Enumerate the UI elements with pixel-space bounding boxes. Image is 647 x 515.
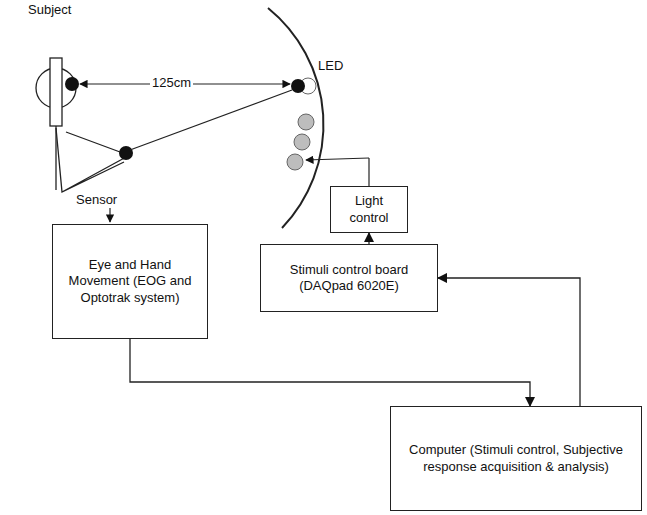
eye-marker (65, 77, 79, 91)
led (298, 114, 314, 130)
part-label: LED (318, 58, 343, 74)
flow-arrow (130, 339, 530, 406)
box-text: Light control (339, 193, 399, 226)
hand-sensor (119, 146, 133, 160)
led-arc (268, 8, 323, 228)
box-text: Computer (Stimuli control, Subjective re… (399, 442, 633, 475)
reach-line (130, 90, 292, 150)
arm (56, 128, 128, 192)
part-label: 125cm (150, 75, 193, 91)
led-feed-line (368, 158, 369, 186)
box-text: Stimuli control board (DAQpad 6020E) (269, 262, 429, 295)
part-label: Subject (28, 2, 71, 18)
sensor-arrow (109, 208, 110, 222)
process-box: Stimuli control board (DAQpad 6020E) (260, 244, 438, 312)
led (287, 154, 303, 170)
flow-arrow (368, 233, 369, 244)
flow-arrow (438, 278, 580, 406)
box-text: Eye and Hand Movement (EOG and Optotrak … (61, 257, 199, 306)
process-box: Computer (Stimuli control, Subjective re… (390, 406, 642, 511)
led-feed-arrow (306, 158, 369, 160)
process-box: Eye and Hand Movement (EOG and Optotrak … (52, 224, 208, 339)
target-led (291, 79, 305, 93)
part-label: Sensor (76, 192, 117, 208)
body (50, 58, 62, 126)
process-box: Light control (330, 186, 408, 233)
led (294, 134, 310, 150)
